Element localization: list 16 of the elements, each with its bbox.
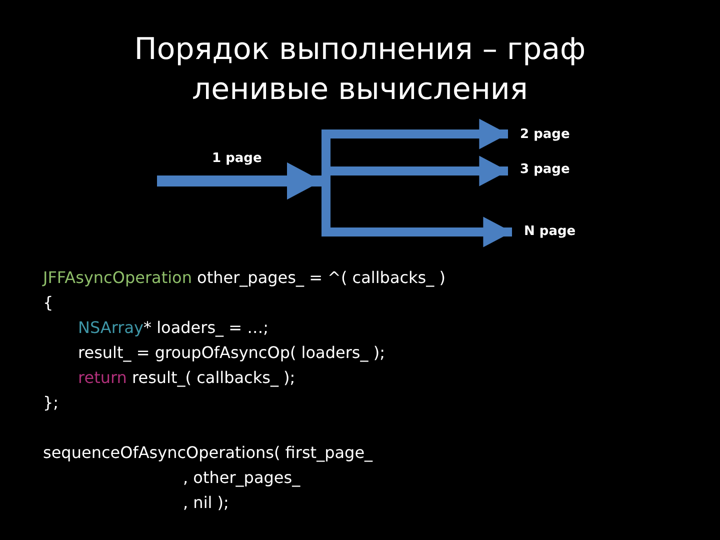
code-line: NSArray* loaders_ = …; [78, 318, 269, 338]
code-line: , nil ); [183, 493, 229, 513]
code-line: sequenceOfAsyncOperations( first_page_ [43, 443, 373, 463]
code-line: return result_( callbacks_ ); [78, 368, 296, 388]
page-label: N page [524, 224, 576, 239]
slide-title: Порядок выполнения – граф ленивые вычисления [133, 31, 587, 109]
code-line: , other_pages_ [183, 468, 300, 488]
page-label: 2 page [520, 127, 570, 142]
code-line: result_ = groupOfAsyncOp( loaders_ ); [78, 343, 385, 363]
code-line: JFFAsyncOperation other_pages_ = ^( callbacks_ ) [43, 268, 446, 288]
page-label: 3 page [520, 162, 570, 177]
arrow [157, 162, 322, 200]
code-line: }; [43, 393, 59, 413]
edge-label: 1 page [212, 151, 262, 166]
code-line: { [43, 293, 54, 313]
arrow [322, 181, 512, 248]
